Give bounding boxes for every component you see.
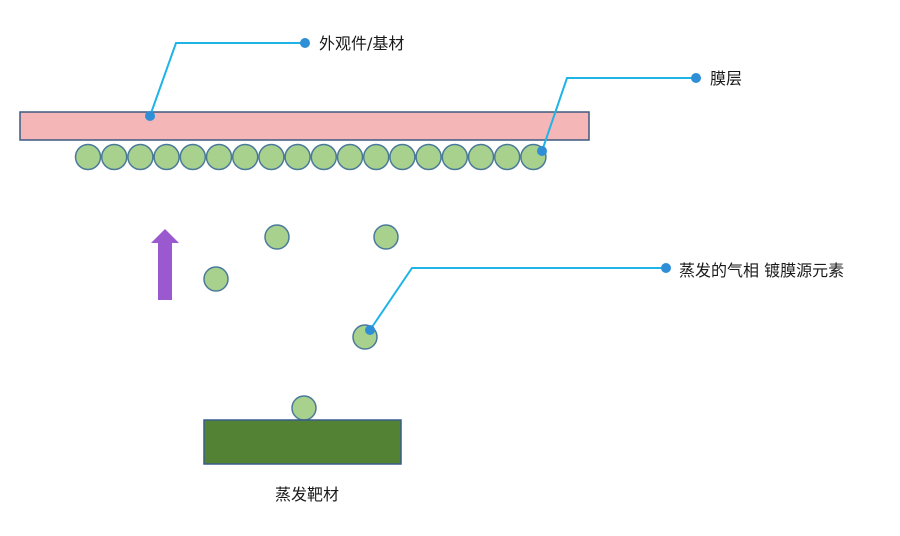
film-particle	[493, 143, 521, 171]
callout-dot	[300, 38, 310, 48]
film-particle	[74, 143, 102, 171]
film-particle	[179, 143, 207, 171]
film-particle	[100, 143, 128, 171]
film-particle	[284, 143, 311, 171]
label-target: 蒸发靶材	[275, 485, 340, 504]
film-particle	[310, 143, 338, 171]
up-arrow-icon	[151, 229, 179, 300]
label-film-layer: 膜层	[710, 69, 743, 88]
film-particle	[415, 143, 442, 171]
vapor-particle	[291, 395, 317, 421]
callout-line-substrate	[149, 42, 305, 117]
film-particle	[467, 143, 495, 171]
callout-dot	[691, 73, 701, 83]
evaporation-target	[203, 419, 402, 465]
film-particle	[127, 143, 154, 171]
film-particle	[441, 143, 469, 171]
film-particle	[362, 143, 390, 171]
film-particle	[389, 143, 416, 171]
vapor-particle	[264, 224, 290, 250]
film-layer-particles	[74, 143, 547, 171]
film-particle	[153, 143, 180, 171]
film-particle	[231, 143, 259, 171]
callout-line-film	[541, 77, 696, 152]
substrate-rect	[19, 111, 590, 141]
callout-dot	[145, 111, 155, 121]
label-substrate: 外观件/基材	[319, 34, 405, 53]
film-particle	[336, 143, 364, 171]
callout-dot	[365, 325, 375, 335]
film-particle	[205, 143, 233, 171]
callout-line-vapor	[369, 267, 666, 331]
vapor-particle	[203, 266, 229, 292]
vapor-particle	[373, 224, 399, 250]
callout-dot	[661, 263, 671, 273]
label-vapor-elements: 蒸发的气相 镀膜源元素	[679, 261, 845, 280]
callout-dot	[537, 146, 547, 156]
film-particle	[258, 143, 285, 171]
